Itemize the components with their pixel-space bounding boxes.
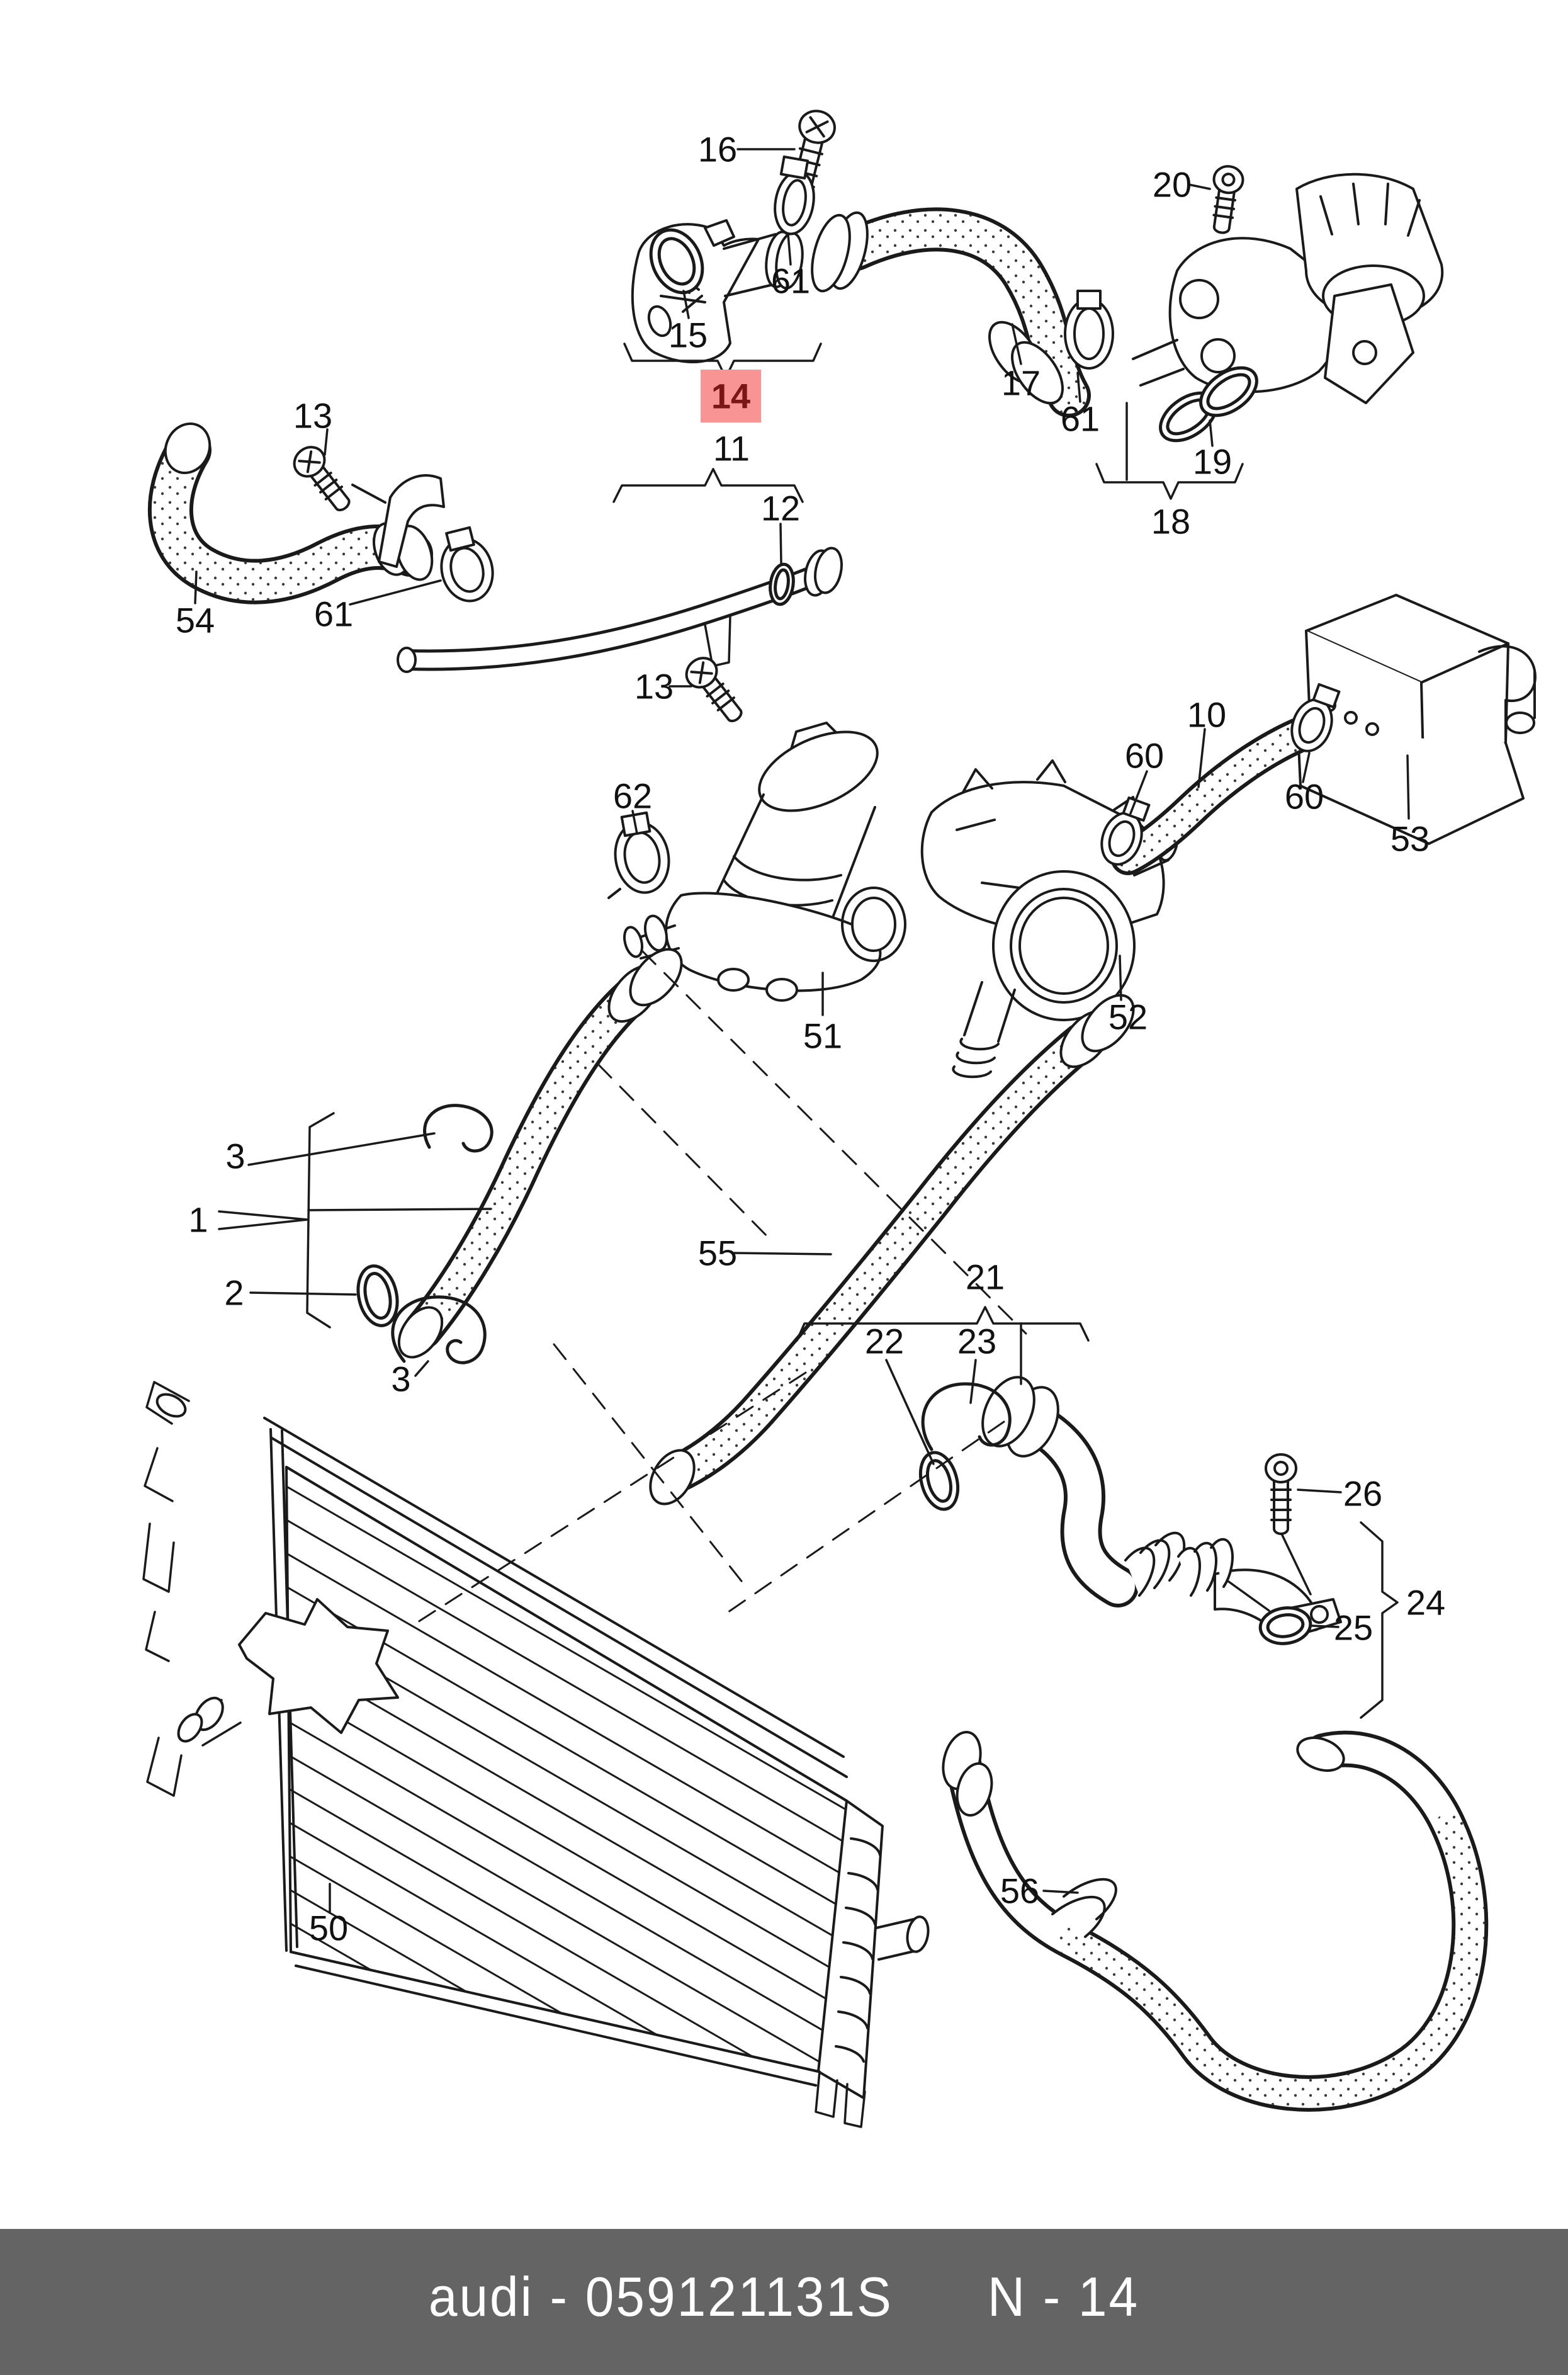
- clamp-62: [607, 811, 670, 899]
- callout-12[interactable]: 12: [761, 489, 800, 528]
- screw-13-left: [293, 446, 351, 512]
- callout-13[interactable]: 13: [635, 667, 674, 706]
- water-pump-52: [920, 759, 1179, 1079]
- footer-part-number: audi - 059121131S: [428, 2266, 893, 2328]
- screw-13-mid: [685, 657, 743, 723]
- callout-2[interactable]: 2: [224, 1273, 244, 1313]
- callout-61[interactable]: 61: [771, 261, 810, 301]
- callout-54[interactable]: 54: [176, 601, 215, 640]
- highlight-box-14: [701, 370, 761, 422]
- clip-3-upper: [423, 1104, 494, 1153]
- callout-55[interactable]: 55: [698, 1233, 737, 1273]
- thermostat-housing-18: [1132, 173, 1444, 404]
- callout-51[interactable]: 51: [803, 1016, 842, 1056]
- callout-60[interactable]: 60: [1285, 777, 1324, 817]
- callout-10[interactable]: 10: [1187, 695, 1226, 735]
- clip-3-lower: [391, 1295, 487, 1364]
- callout-17[interactable]: 17: [1001, 363, 1041, 403]
- oring-22: [918, 1451, 960, 1511]
- callout-23[interactable]: 23: [957, 1322, 996, 1361]
- callout-11[interactable]: 11: [713, 429, 750, 468]
- clamp-61-right: [1064, 290, 1114, 370]
- callout-19[interactable]: 19: [1193, 442, 1232, 482]
- screw-20: [1212, 165, 1244, 234]
- dashed-alignment-lines: [408, 949, 1027, 1629]
- hose-10: [1110, 718, 1316, 875]
- callout-25[interactable]: 25: [1334, 1608, 1373, 1648]
- clamp-61-top: [774, 155, 815, 235]
- callout-61[interactable]: 61: [1061, 399, 1100, 439]
- screw-26: [1265, 1453, 1297, 1535]
- oring-25: [1258, 1606, 1312, 1645]
- oring-12: [769, 562, 795, 606]
- hose-17: [811, 207, 1091, 417]
- callout-56[interactable]: 56: [1000, 1871, 1039, 1911]
- callout-18[interactable]: 18: [1151, 502, 1190, 541]
- callout-50[interactable]: 50: [309, 1908, 348, 1948]
- callout-52[interactable]: 52: [1108, 997, 1148, 1037]
- leader-lines: [194, 148, 1410, 1914]
- hose-55: [649, 994, 1135, 1505]
- highlighted-callout-14[interactable]: 14: [711, 377, 750, 416]
- callout-13[interactable]: 13: [293, 396, 332, 436]
- callout-21[interactable]: 21: [966, 1257, 1005, 1297]
- callout-24[interactable]: 24: [1406, 1583, 1445, 1623]
- callout-53[interactable]: 53: [1390, 819, 1430, 859]
- hose-56: [942, 1730, 1489, 2112]
- callout-15[interactable]: 15: [668, 315, 708, 355]
- hose-1: [397, 948, 683, 1359]
- callout-61[interactable]: 61: [314, 594, 353, 634]
- footer-page-code: N - 14: [987, 2266, 1140, 2328]
- pipe-bracket-13: [351, 474, 445, 568]
- clip-23: [921, 1382, 1012, 1451]
- clamp-61-left: [440, 526, 494, 603]
- callout-3[interactable]: 3: [391, 1359, 410, 1399]
- fan-marking: [238, 1598, 399, 1734]
- callout-1[interactable]: 1: [188, 1200, 208, 1240]
- gaskets-19: [1159, 366, 1258, 443]
- callout-62[interactable]: 62: [613, 776, 652, 816]
- radiator-50: [142, 1381, 930, 2128]
- callout-22[interactable]: 22: [865, 1322, 904, 1361]
- footer-bar: audi - 059121131S N - 14: [0, 2229, 1568, 2375]
- oil-filter-housing-51: [623, 722, 906, 1002]
- oring-2: [356, 1264, 399, 1327]
- seal-ring-15: [649, 228, 704, 295]
- callout-26[interactable]: 26: [1343, 1474, 1382, 1514]
- callout-16[interactable]: 16: [698, 130, 737, 169]
- clamp-60-left: [1100, 796, 1151, 866]
- callout-20[interactable]: 20: [1153, 165, 1192, 205]
- clamp-60-right: [1290, 683, 1341, 752]
- callout-60[interactable]: 60: [1125, 736, 1164, 776]
- callout-3[interactable]: 3: [225, 1136, 245, 1176]
- reservoir-53: [1297, 594, 1537, 845]
